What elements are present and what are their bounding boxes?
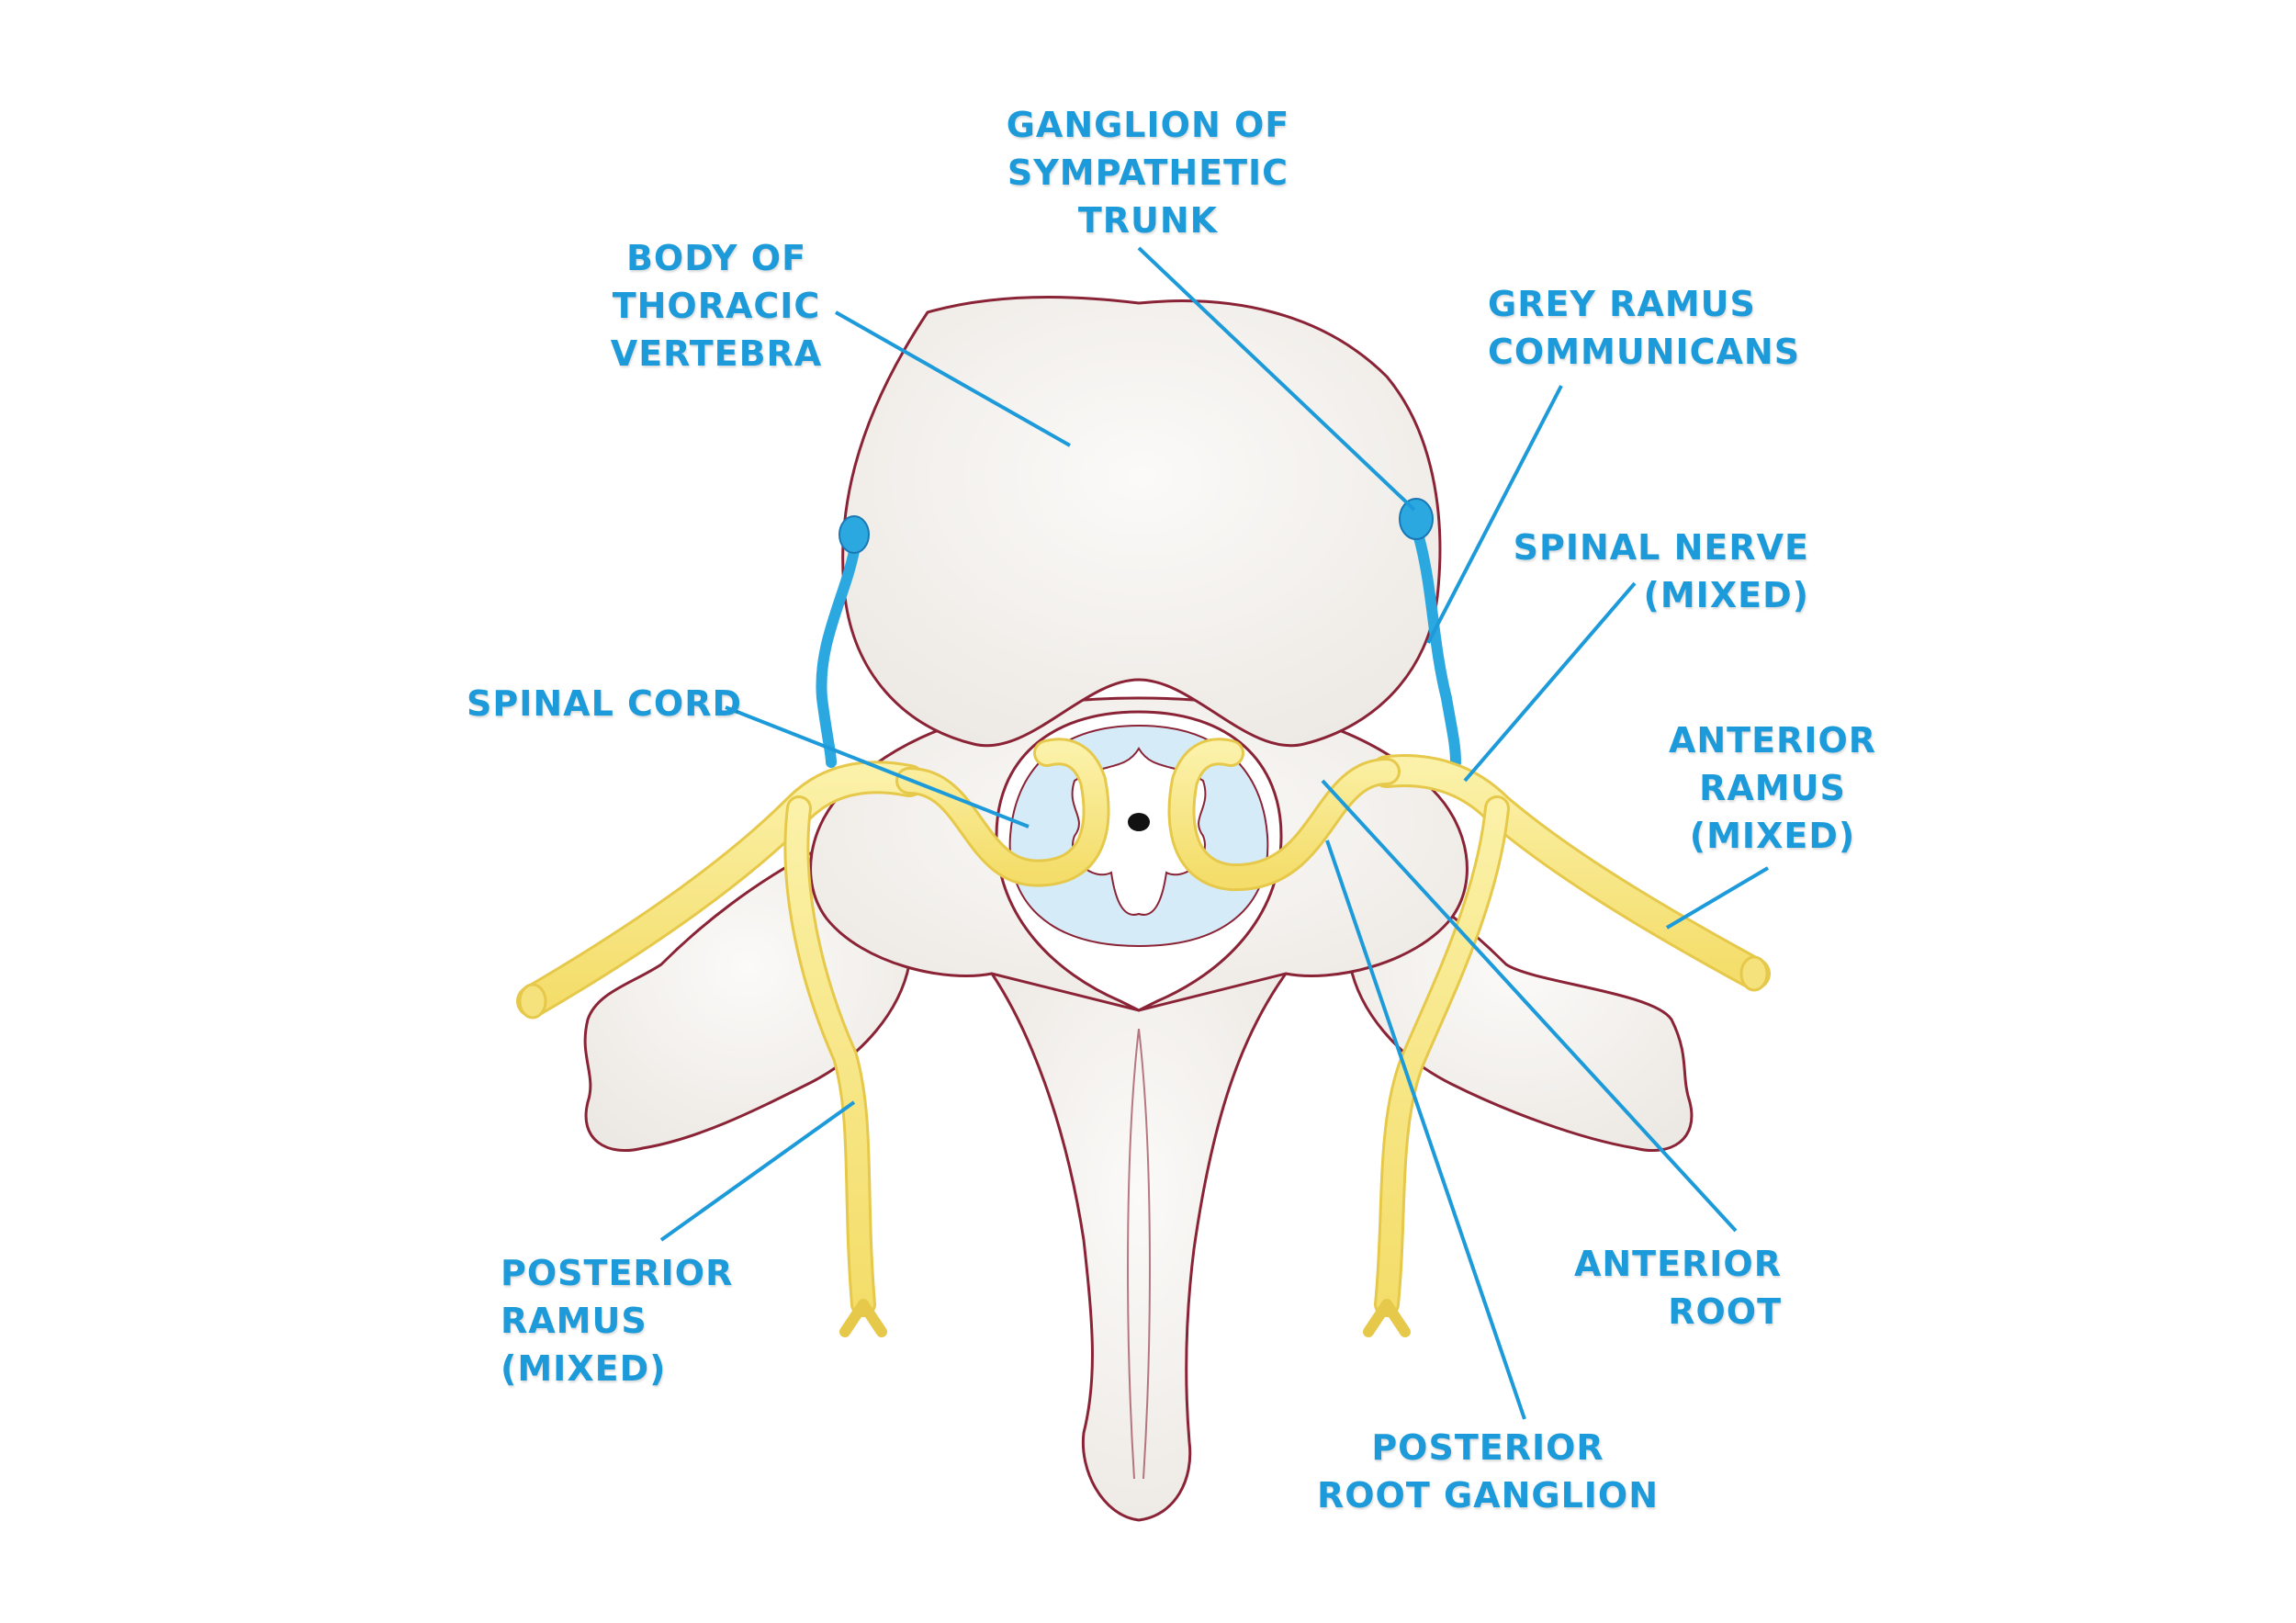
label-spinal-nerve: SPINAL NERVE (MIXED) [1513, 527, 1809, 615]
leader-lines [659, 246, 1770, 1420]
label-anterior-root: ANTERIOR ROOT [1573, 1244, 1782, 1332]
leader-posterior-ramus [659, 1100, 856, 1242]
sympathetic-trunk-right [1399, 498, 1461, 768]
leader-grey-ramus [1426, 385, 1563, 644]
label-spinal-cord: SPINAL CORD [467, 683, 743, 724]
label-grey-ramus: GREY RAMUS COMMUNICANS [1488, 284, 1801, 372]
left-nerve-end [518, 983, 547, 1020]
leader-spinal-cord [725, 705, 1030, 828]
label-body-thoracic: BODY OF THORACIC VERTEBRA [610, 238, 823, 374]
label-posterior-root-ganglion: POSTERIOR ROOT GANGLION [1316, 1427, 1660, 1516]
leader-anterior-ramus [1665, 866, 1770, 930]
vertebral-body [841, 295, 1442, 748]
label-posterior-ramus: POSTERIOR RAMUS (MIXED) [501, 1253, 734, 1389]
central-canal [1128, 813, 1150, 831]
leader-anterior-root [1321, 779, 1738, 1233]
nerves [516, 738, 1771, 1337]
label-anterior-ramus: ANTERIOR RAMUS (MIXED) [1668, 720, 1877, 856]
leader-ganglion [1137, 246, 1416, 512]
leader-posterior-root [1325, 840, 1526, 1420]
spinous-process-line [1127, 1028, 1151, 1480]
leader-spinal-nerve [1463, 581, 1637, 783]
label-ganglion-sympathetic: GANGLION OF SYMPATHETIC TRUNK [1006, 105, 1290, 241]
leader-body [835, 310, 1071, 447]
right-nerve-end [1739, 955, 1769, 992]
spinous-process [989, 972, 1289, 1522]
